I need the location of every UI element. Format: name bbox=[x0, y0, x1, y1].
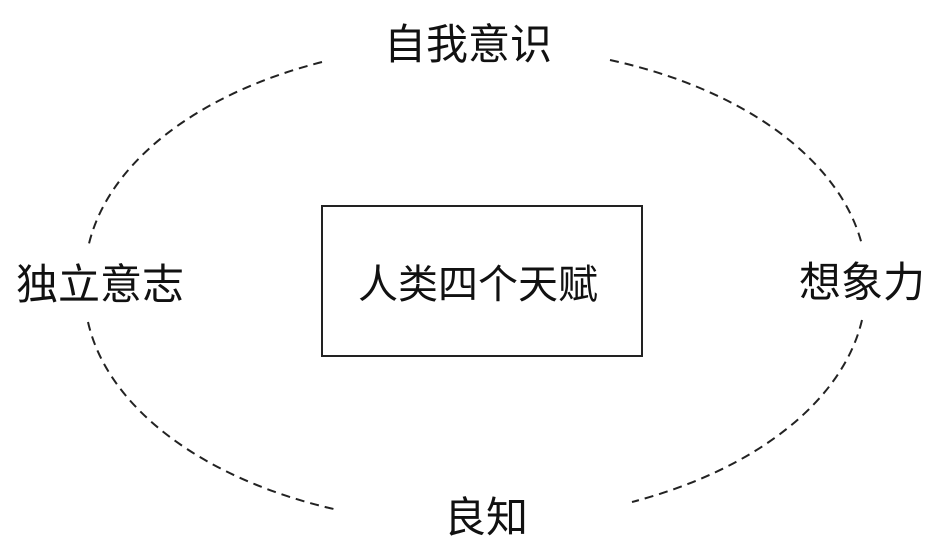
arc-top-left bbox=[87, 61, 323, 249]
label-right: 想象力 bbox=[799, 258, 926, 307]
arc-bottom-left bbox=[87, 321, 339, 511]
arc-top-right bbox=[609, 59, 863, 246]
label-top: 自我意识 bbox=[384, 20, 553, 69]
arc-bottom-right bbox=[631, 319, 863, 503]
center-box: 人类四个天赋 bbox=[321, 205, 643, 357]
label-bottom: 良知 bbox=[444, 493, 529, 542]
center-label: 人类四个天赋 bbox=[358, 262, 598, 308]
label-left: 独立意志 bbox=[16, 260, 185, 309]
